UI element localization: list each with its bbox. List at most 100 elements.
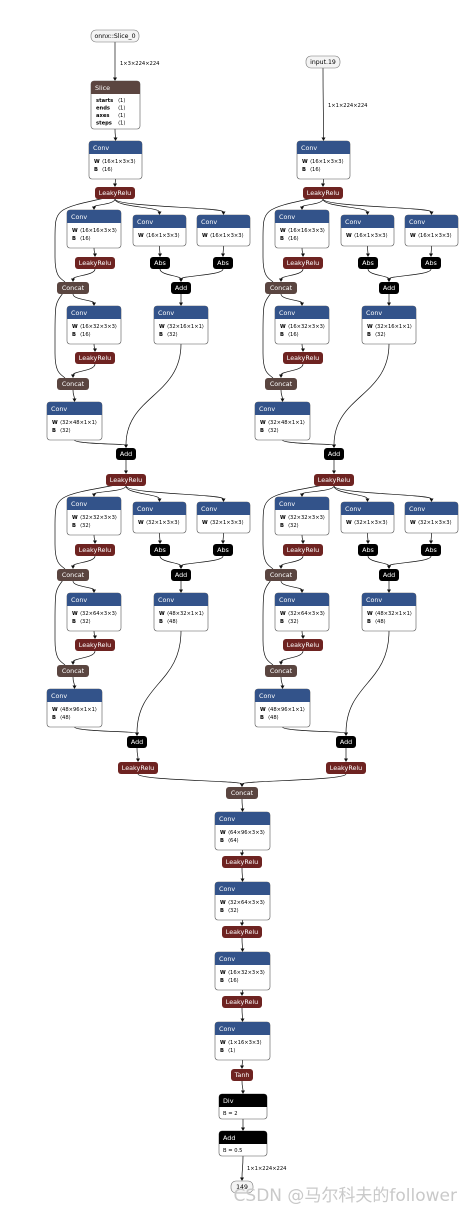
concat-node[interactable]: Concat <box>265 569 297 581</box>
concat-node[interactable]: Concat <box>265 378 297 390</box>
add-node[interactable]: Add <box>379 569 399 581</box>
conv-node-b-key: B <box>260 428 264 434</box>
edge <box>125 485 160 500</box>
conv-node-title: Conv <box>219 815 235 823</box>
leakyrelu-node[interactable]: LeakyRelu <box>222 856 262 868</box>
leakyrelu-node[interactable]: LeakyRelu <box>283 639 323 651</box>
concat-node[interactable]: Concat <box>57 378 89 390</box>
leakyrelu-node[interactable]: LeakyRelu <box>118 762 158 774</box>
concat-node[interactable]: Concat <box>57 569 89 581</box>
conv-node-w-value: ⟨64×96×3×3⟩ <box>228 830 265 836</box>
leakyrelu-node[interactable]: LeakyRelu <box>95 187 135 199</box>
concat-node[interactable]: Concat <box>226 787 258 799</box>
edge-arrow <box>92 493 96 497</box>
conv-node-w-value: ⟨16×1×3×3⟩ <box>102 159 136 165</box>
conv-node-w-key: W <box>52 707 58 713</box>
add-node[interactable]: Add <box>127 736 147 748</box>
leakyrelu-node[interactable]: LeakyRelu <box>283 352 323 364</box>
abs-node[interactable]: Abs <box>150 257 170 269</box>
add-node[interactable]: Add <box>379 282 399 294</box>
leakyrelu-node[interactable]: LeakyRelu <box>283 257 323 269</box>
edge-arrow <box>71 565 75 569</box>
input-node[interactable]: input.19 <box>305 55 341 69</box>
abs-node[interactable]: Abs <box>358 257 378 269</box>
conv-node-b-value: ⟨16⟩ <box>310 167 321 173</box>
abs-node[interactable]: Abs <box>358 544 378 556</box>
output-node[interactable]: 149 <box>230 1180 254 1194</box>
concat-node[interactable]: Concat <box>265 282 297 294</box>
edge <box>241 1080 244 1092</box>
input-node[interactable]: onnx::Slice_0 <box>90 29 140 43</box>
leakyrelu-node[interactable]: LeakyRelu <box>222 996 262 1008</box>
conv-node-b-value: ⟨16⟩ <box>80 332 91 338</box>
abs-node[interactable]: Abs <box>213 544 233 556</box>
abs-node[interactable]: Abs <box>421 257 441 269</box>
leakyrelu-node[interactable]: LeakyRelu <box>75 257 115 269</box>
edge-shape-label: 1×3×224×224 <box>120 61 160 67</box>
edge <box>137 773 243 785</box>
leakyrelu-node[interactable]: LeakyRelu <box>326 762 366 774</box>
edge <box>322 178 324 185</box>
abs-node[interactable]: Abs <box>213 257 233 269</box>
concat-node[interactable]: Concat <box>265 665 297 677</box>
leakyrelu-node[interactable]: LeakyRelu <box>283 544 323 556</box>
add-node[interactable]: Add <box>171 569 191 581</box>
skip-edge <box>262 197 314 283</box>
add-node[interactable]: Add <box>324 448 344 460</box>
abs-node[interactable]: Abs <box>150 544 170 556</box>
concat-node-label: Concat <box>62 571 85 579</box>
conv-node-b-value: ⟨32⟩ <box>80 523 91 529</box>
leakyrelu-node[interactable]: LeakyRelu <box>75 352 115 364</box>
edge-arrow <box>365 498 370 502</box>
edge-arrow <box>135 732 139 736</box>
add-node[interactable]: Add <box>116 448 136 460</box>
abs-node[interactable]: Abs <box>421 544 441 556</box>
leakyrelu-node[interactable]: LeakyRelu <box>106 474 146 486</box>
tanh-node[interactable]: Tanh <box>231 1069 253 1081</box>
leakyrelu-node[interactable]: LeakyRelu <box>303 187 343 199</box>
leakyrelu-node[interactable]: LeakyRelu <box>314 474 354 486</box>
abs-node-label: Abs <box>154 259 166 267</box>
leakyrelu-node[interactable]: LeakyRelu <box>75 544 115 556</box>
concat-node[interactable]: Concat <box>57 665 89 677</box>
leakyrelu-node[interactable]: LeakyRelu <box>222 926 262 938</box>
concat-node[interactable]: Concat <box>57 282 89 294</box>
edge-arrow <box>113 137 118 141</box>
leakyrelu-node[interactable]: LeakyRelu <box>75 639 115 651</box>
add-node[interactable]: Add <box>336 736 356 748</box>
add-node[interactable]: Add <box>171 282 191 294</box>
